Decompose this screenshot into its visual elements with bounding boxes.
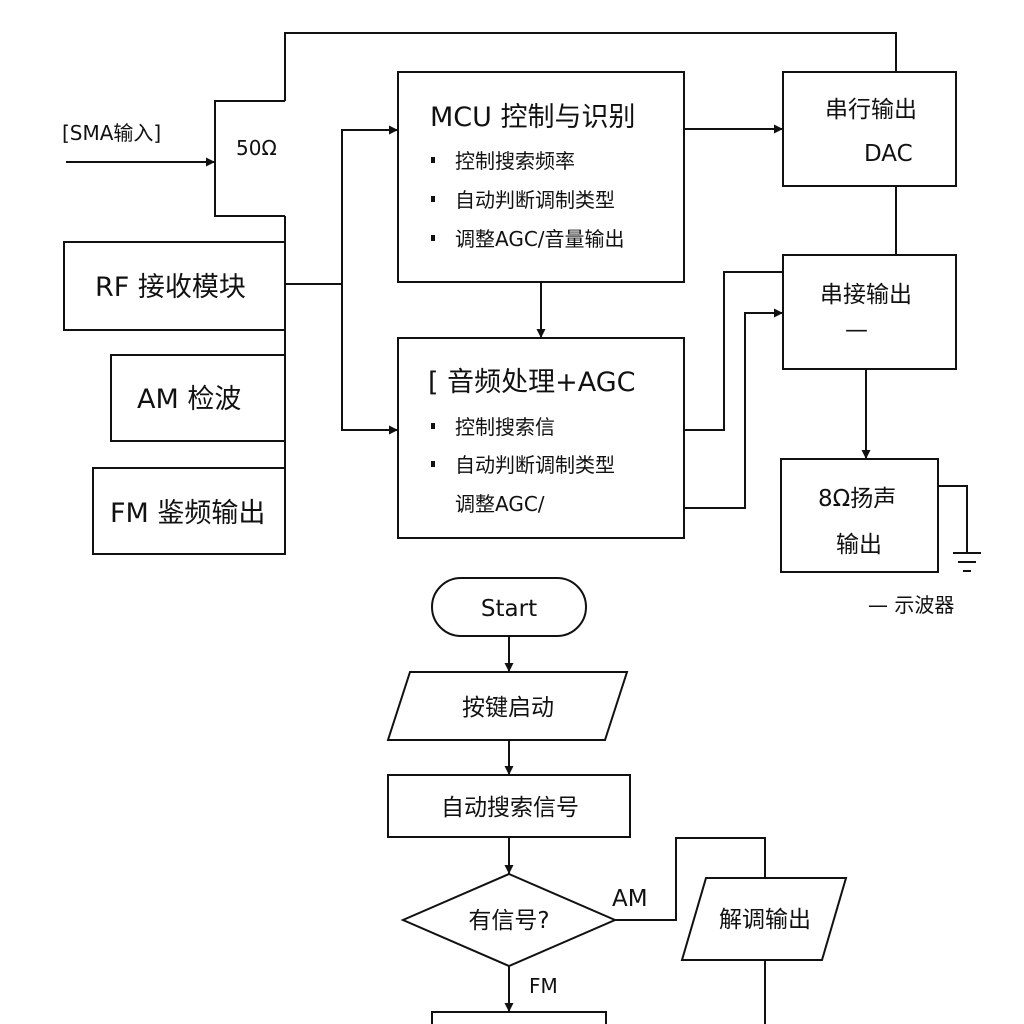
rf-to-audio-line bbox=[341, 284, 398, 435]
flow-key-start-label: 按键启动 bbox=[462, 695, 554, 721]
speaker-box bbox=[780, 458, 939, 573]
feedback-line-top bbox=[284, 32, 897, 101]
fm-output-box bbox=[92, 467, 286, 555]
audio-box bbox=[397, 337, 685, 539]
ground-icon bbox=[938, 485, 981, 572]
serial-dac-line1: 串行输出 bbox=[825, 97, 917, 123]
flow-auto-search-label: 自动搜索信号 bbox=[441, 795, 579, 821]
ground-label: — 示波器 bbox=[868, 593, 954, 617]
audio-to-serial-line-2 bbox=[684, 308, 783, 509]
flow-has-signal-label: 有信号? bbox=[468, 908, 549, 934]
mcu-bullets: 控制搜索频率 自动判断调制类型 调整AGC/音量输出 bbox=[431, 149, 625, 251]
flow-key-start-io bbox=[386, 671, 629, 741]
audio-title: [ 音频处理+AGC bbox=[428, 367, 636, 398]
sma-input-label: [SMA输入] bbox=[62, 121, 161, 145]
serial-output-box bbox=[782, 254, 957, 370]
audio-to-serial-line-1 bbox=[684, 271, 783, 431]
rf-module-box bbox=[63, 241, 286, 331]
audio-bullet-3: 调整AGC/ bbox=[455, 492, 545, 516]
flow-auto-search-box bbox=[387, 774, 631, 838]
impedance-box bbox=[214, 100, 285, 217]
serial-output-line1: 串接输出 bbox=[820, 282, 912, 308]
mcu-bullet-1: 控制搜索频率 bbox=[455, 149, 575, 173]
impedance-label: 50Ω bbox=[236, 136, 277, 160]
serial-dac-line2: DAC bbox=[864, 141, 913, 167]
am-detect-box bbox=[110, 354, 286, 442]
am-detect-label: AM 检波 bbox=[137, 384, 241, 415]
rf-module-label: RF 接收模块 bbox=[95, 272, 246, 303]
rf-branch-line bbox=[285, 125, 398, 285]
flow-next-box bbox=[431, 1011, 607, 1024]
speaker-line2: 输出 bbox=[836, 532, 882, 558]
speaker-line1: 8Ω扬声 bbox=[818, 486, 896, 512]
mcu-bullet-3: 调整AGC/音量输出 bbox=[455, 227, 625, 251]
serial-output-line2: — bbox=[845, 317, 868, 343]
audio-bullet-1: 控制搜索信 bbox=[455, 415, 555, 439]
mcu-title: MCU 控制与识别 bbox=[430, 102, 636, 133]
flow-demod-output-io bbox=[680, 877, 848, 961]
audio-bullets: 控制搜索信 自动判断调制类型 调整AGC/ bbox=[431, 415, 615, 516]
mcu-bullet-2: 自动判断调制类型 bbox=[455, 188, 615, 212]
flow-start-label: Start bbox=[481, 596, 537, 622]
flow-demod-output-label: 解调输出 bbox=[719, 907, 811, 933]
flow-am-label: AM bbox=[612, 886, 648, 912]
serial-dac-box bbox=[782, 71, 957, 187]
audio-bullet-2: 自动判断调制类型 bbox=[455, 453, 615, 477]
mcu-box bbox=[397, 71, 685, 283]
fm-output-label: FM 鉴频输出 bbox=[110, 498, 265, 529]
flow-fm-label: FM bbox=[529, 974, 558, 998]
flow-am-branch-line bbox=[615, 837, 766, 921]
